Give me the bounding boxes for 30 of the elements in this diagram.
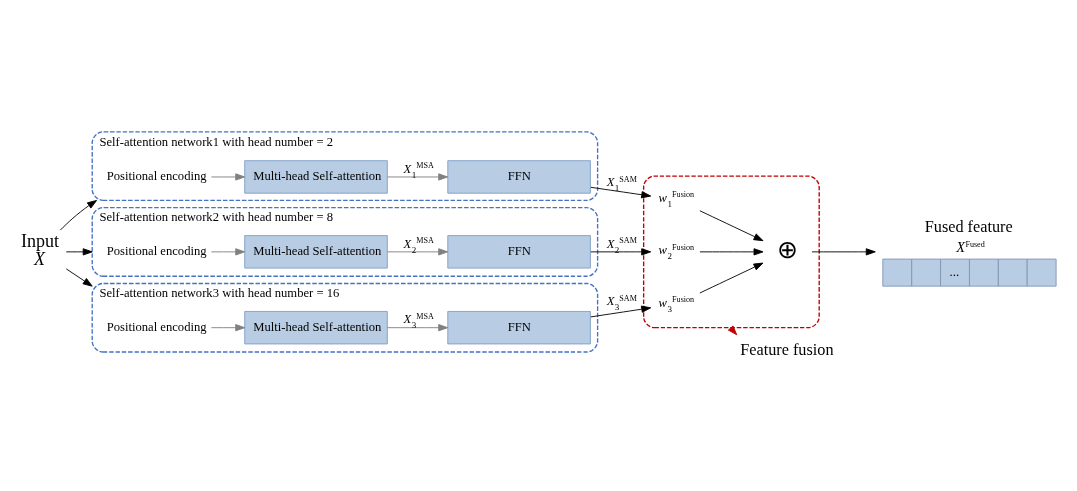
node-box: FFN xyxy=(447,159,591,194)
arrow xyxy=(811,247,876,255)
node-text: Feature fusion xyxy=(740,340,834,359)
node-text: Positional encoding xyxy=(106,243,207,258)
arrow xyxy=(699,247,764,255)
arrow xyxy=(387,172,449,181)
node-box: Multi-head Self-attention xyxy=(244,234,388,269)
arrow xyxy=(65,267,93,287)
node-box: Multi-head Self-attention xyxy=(244,310,388,344)
node-box: FFN xyxy=(447,234,591,269)
arrow xyxy=(210,323,246,331)
arrow xyxy=(59,199,97,231)
arrow xyxy=(699,209,764,241)
node-box: Multi-head Self-attention xyxy=(244,159,388,194)
node-box: FFN xyxy=(447,310,591,344)
arrow xyxy=(699,262,764,293)
node-text: ⊕ xyxy=(776,234,798,263)
node-text: Positional encoding xyxy=(106,168,207,183)
arrow xyxy=(210,172,246,181)
arrow xyxy=(590,305,652,317)
arrow xyxy=(65,247,93,255)
node-label: X$^{Fused}$ xyxy=(956,238,985,255)
node-label: Fused feature xyxy=(924,217,1013,236)
arrow xyxy=(387,247,449,255)
arrow xyxy=(210,247,246,255)
arrow xyxy=(387,323,449,331)
node-text: Positional encoding xyxy=(106,319,207,334)
arrow xyxy=(590,186,652,198)
node-text: Input X xyxy=(20,230,60,269)
arrow xyxy=(590,247,652,255)
